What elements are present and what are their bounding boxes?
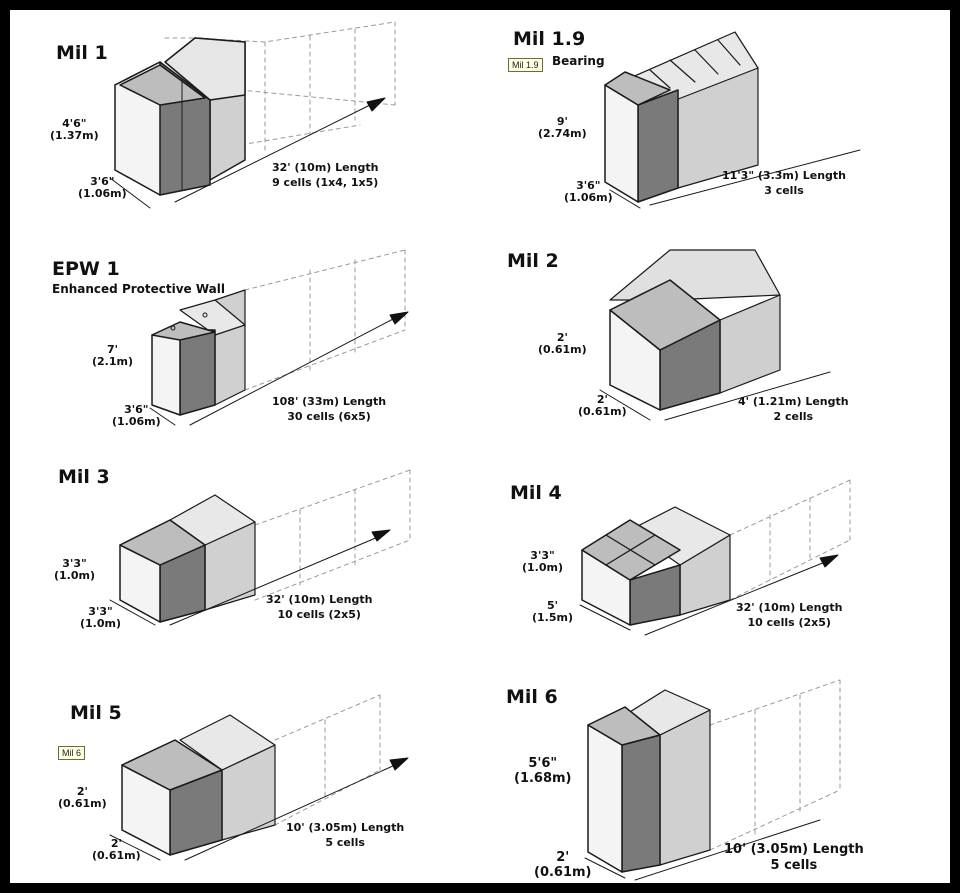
mil4-drawing: [579, 479, 851, 636]
epw1-length-label: 108' (33m) Length 30 cells (6x5): [272, 394, 386, 424]
mil19-height-imperial: 9': [556, 115, 568, 128]
barrier-illustrations: [109, 21, 861, 881]
mil2-height-label: 2' (0.61m): [538, 332, 587, 356]
mil1-height-label: 4'6" (1.37m): [50, 118, 99, 142]
mil1-length-label: 32' (10m) Length 9 cells (1x4, 1x5): [272, 160, 378, 190]
mil4-length-label: 32' (10m) Length 10 cells (2x5): [736, 600, 842, 630]
mil6-title: Mil 6: [506, 686, 558, 708]
mil5-width-metric: (0.61m): [92, 849, 141, 862]
mil6-width-label: 2' (0.61m): [534, 850, 592, 880]
mil3-height-label: 3'3" (1.0m): [54, 558, 95, 582]
mil1-drawing: [109, 21, 396, 209]
mil5-width-label: 2' (0.61m): [92, 838, 141, 862]
mil2-title: Mil 2: [507, 250, 559, 272]
mil19-cells: 3 cells: [764, 184, 804, 197]
mil19-width-metric: (1.06m): [564, 191, 613, 204]
mil2-length-label: 4' (1.21m) Length 2 cells: [738, 394, 849, 424]
mil19-width-imperial: 3'6": [576, 179, 601, 192]
mil19-length: 11'3" (3.3m) Length: [722, 169, 846, 182]
mil5-height-metric: (0.61m): [58, 797, 107, 810]
mil4-length: 32' (10m) Length: [736, 601, 843, 614]
mil4-height-label: 3'3" (1.0m): [522, 550, 563, 574]
mil6-height-imperial: 5'6": [528, 756, 558, 771]
mil1-cells: 9 cells (1x4, 1x5): [272, 176, 379, 189]
epw1-subtitle: Enhanced Protective Wall: [52, 282, 226, 296]
mil2-width-metric: (0.61m): [578, 405, 627, 418]
epw1-cells: 30 cells (6x5): [287, 410, 371, 423]
epw1-height-imperial: 7': [106, 343, 119, 356]
mil4-height-imperial: 3'3": [530, 549, 555, 562]
mil5-length-label: 10' (3.05m) Length 5 cells: [286, 820, 404, 850]
mil1-width-imperial: 3'6": [90, 175, 115, 188]
mil5-width-imperial: 2': [110, 837, 122, 850]
mil1-height-imperial: 4'6": [62, 117, 87, 130]
mil3-width-label: 3'3" (1.0m): [80, 606, 121, 630]
mil3-width-metric: (1.0m): [80, 617, 122, 630]
epw1-width-label: 3'6" (1.06m): [112, 404, 161, 428]
epw1-length: 108' (33m) Length: [272, 395, 387, 408]
mil3-title: Mil 3: [58, 466, 110, 488]
mil4-height-metric: (1.0m): [522, 561, 564, 574]
mil5-height-imperial: 2': [76, 785, 88, 798]
epw1-width-metric: (1.06m): [112, 415, 161, 428]
mil19-width-label: 3'6" (1.06m): [564, 180, 613, 204]
mil3-cells: 10 cells (2x5): [277, 608, 361, 621]
mil6-length-label: 10' (3.05m) Length 5 cells: [724, 842, 864, 874]
mil5-length: 10' (3.05m) Length: [286, 821, 405, 834]
mil5-tooltip-tag: Mil 6: [58, 746, 86, 760]
mil2-drawing: [599, 249, 831, 421]
mil3-height-imperial: 3'3": [62, 557, 87, 570]
mil4-width-label: 5' (1.5m): [532, 600, 573, 624]
diagram-canvas: Mil 1 4'6" (1.37m) 3'6" (1.06m) 32' (10m…: [10, 10, 950, 883]
mil19-height-metric: (2.74m): [538, 127, 587, 140]
mil4-width-metric: (1.5m): [532, 611, 574, 624]
mil3-length: 32' (10m) Length: [266, 593, 373, 606]
mil6-height-label: 5'6" (1.68m): [514, 756, 572, 786]
mil2-cells: 2 cells: [773, 410, 814, 423]
mil19-title: Mil 1.9: [513, 28, 586, 50]
mil1-width-label: 3'6" (1.06m): [78, 176, 127, 200]
epw1-title: EPW 1: [52, 258, 120, 280]
mil4-cells: 10 cells (2x5): [747, 616, 831, 629]
mil2-width-label: 2' (0.61m): [578, 394, 627, 418]
mil5-title: Mil 5: [70, 702, 122, 724]
mil4-title: Mil 4: [510, 482, 562, 504]
mil2-length: 4' (1.21m) Length: [738, 395, 849, 408]
mil2-height-imperial: 2': [556, 331, 568, 344]
mil19-tooltip-tag: Mil 1.9: [508, 58, 543, 72]
mil1-height-metric: (1.37m): [50, 129, 99, 142]
epw1-drawing: [149, 249, 409, 426]
mil1-width-metric: (1.06m): [78, 187, 127, 200]
mil3-drawing: [109, 469, 411, 626]
mil3-height-metric: (1.0m): [54, 569, 96, 582]
mil19-length-label: 11'3" (3.3m) Length 3 cells: [722, 168, 846, 198]
mil6-length: 10' (3.05m) Length: [724, 842, 864, 857]
mil1-title: Mil 1: [56, 42, 108, 64]
mil6-height-metric: (1.68m): [514, 771, 572, 786]
mil2-height-metric: (0.61m): [538, 343, 587, 356]
mil2-width-imperial: 2': [596, 393, 608, 406]
mil5-drawing: [109, 694, 409, 861]
mil5-cells: 5 cells: [325, 836, 365, 849]
mil6-drawing: [584, 679, 841, 881]
epw1-width-imperial: 3'6": [124, 403, 149, 416]
mil1-length: 32' (10m) Length: [272, 161, 379, 174]
mil6-cells: 5 cells: [770, 858, 818, 873]
mil5-height-label: 2' (0.61m): [58, 786, 107, 810]
mil4-width-imperial: 5': [546, 599, 559, 612]
epw1-height-metric: (2.1m): [92, 355, 134, 368]
epw1-height-label: 7' (2.1m): [92, 344, 133, 368]
mil6-width-imperial: 2': [556, 850, 570, 865]
mil3-length-label: 32' (10m) Length 10 cells (2x5): [266, 592, 372, 622]
mil19-drawing: [604, 31, 861, 209]
mil3-width-imperial: 3'3": [88, 605, 113, 618]
mil6-width-metric: (0.61m): [534, 865, 592, 880]
mil19-height-label: 9' (2.74m): [538, 116, 587, 140]
mil19-subtitle: Bearing: [552, 54, 605, 68]
